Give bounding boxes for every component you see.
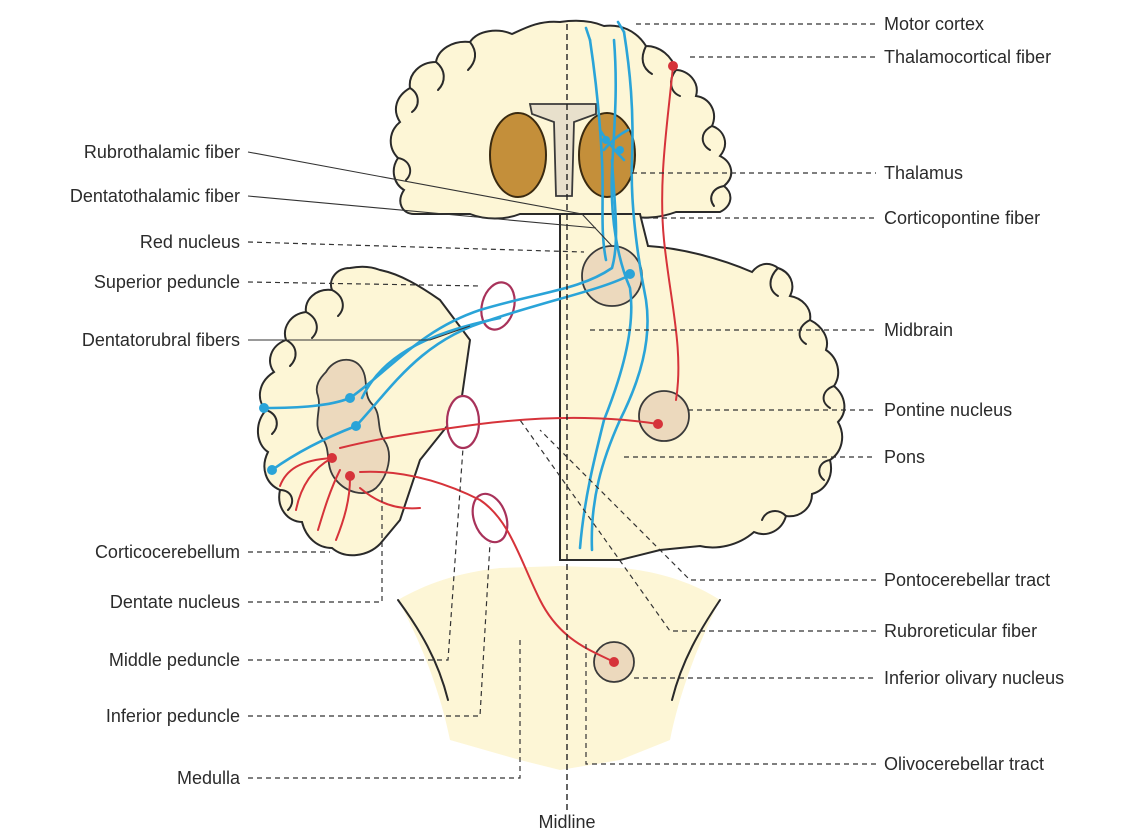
leader-red-nucleus — [248, 242, 584, 252]
label-medulla: Medulla — [177, 768, 241, 788]
label-olivocerebellar-tract: Olivocerebellar tract — [884, 754, 1044, 774]
blue-dot-6 — [602, 136, 610, 144]
blue-dot-2 — [267, 465, 277, 475]
thalamus-right — [579, 113, 635, 197]
label-pons: Pons — [884, 447, 925, 467]
medulla-shape — [398, 566, 720, 770]
label-thalamus: Thalamus — [884, 163, 963, 183]
thalamus-left — [490, 113, 546, 197]
label-rubrothalamic-fiber: Rubrothalamic fiber — [84, 142, 240, 162]
label-thalamocortical-fiber: Thalamocortical fiber — [884, 47, 1051, 67]
label-inferior-olivary-nucleus: Inferior olivary nucleus — [884, 668, 1064, 688]
label-dentatorubral-fibers: Dentatorubral fibers — [82, 330, 240, 350]
label-pontocerebellar-tract: Pontocerebellar tract — [884, 570, 1050, 590]
label-corticocerebellum: Corticocerebellum — [95, 542, 240, 562]
red-dot-dentate-1 — [327, 453, 337, 463]
label-dentate-nucleus: Dentate nucleus — [110, 592, 240, 612]
cerebral-section — [391, 21, 732, 219]
red-dot-dentate-2 — [345, 471, 355, 481]
label-pontine-nucleus: Pontine nucleus — [884, 400, 1012, 420]
blue-dot-4 — [351, 421, 361, 431]
label-superior-peduncle: Superior peduncle — [94, 272, 240, 292]
label-red-nucleus: Red nucleus — [140, 232, 240, 252]
cerebellum-section — [258, 267, 470, 556]
label-midbrain: Midbrain — [884, 320, 953, 340]
red-dot-pontine — [653, 419, 663, 429]
blue-dot-3 — [345, 393, 355, 403]
label-corticopontine-fiber: Corticopontine fiber — [884, 208, 1040, 228]
label-motor-cortex: Motor cortex — [884, 14, 984, 34]
middle-peduncle-shape — [447, 396, 479, 448]
label-middle-peduncle: Middle peduncle — [109, 650, 240, 670]
label-dentatothalamic-fiber: Dentatothalamic fiber — [70, 186, 240, 206]
red-dot-olive — [609, 657, 619, 667]
red-dot-motor-cortex — [668, 61, 678, 71]
label-midline: Midline — [538, 812, 595, 832]
blue-dot-5 — [625, 269, 635, 279]
label-inferior-peduncle: Inferior peduncle — [106, 706, 240, 726]
label-rubroreticular-fiber: Rubroreticular fiber — [884, 621, 1037, 641]
pontine-nucleus-shape — [639, 391, 689, 441]
blue-dot-1 — [259, 403, 269, 413]
blue-dot-7 — [616, 146, 624, 154]
